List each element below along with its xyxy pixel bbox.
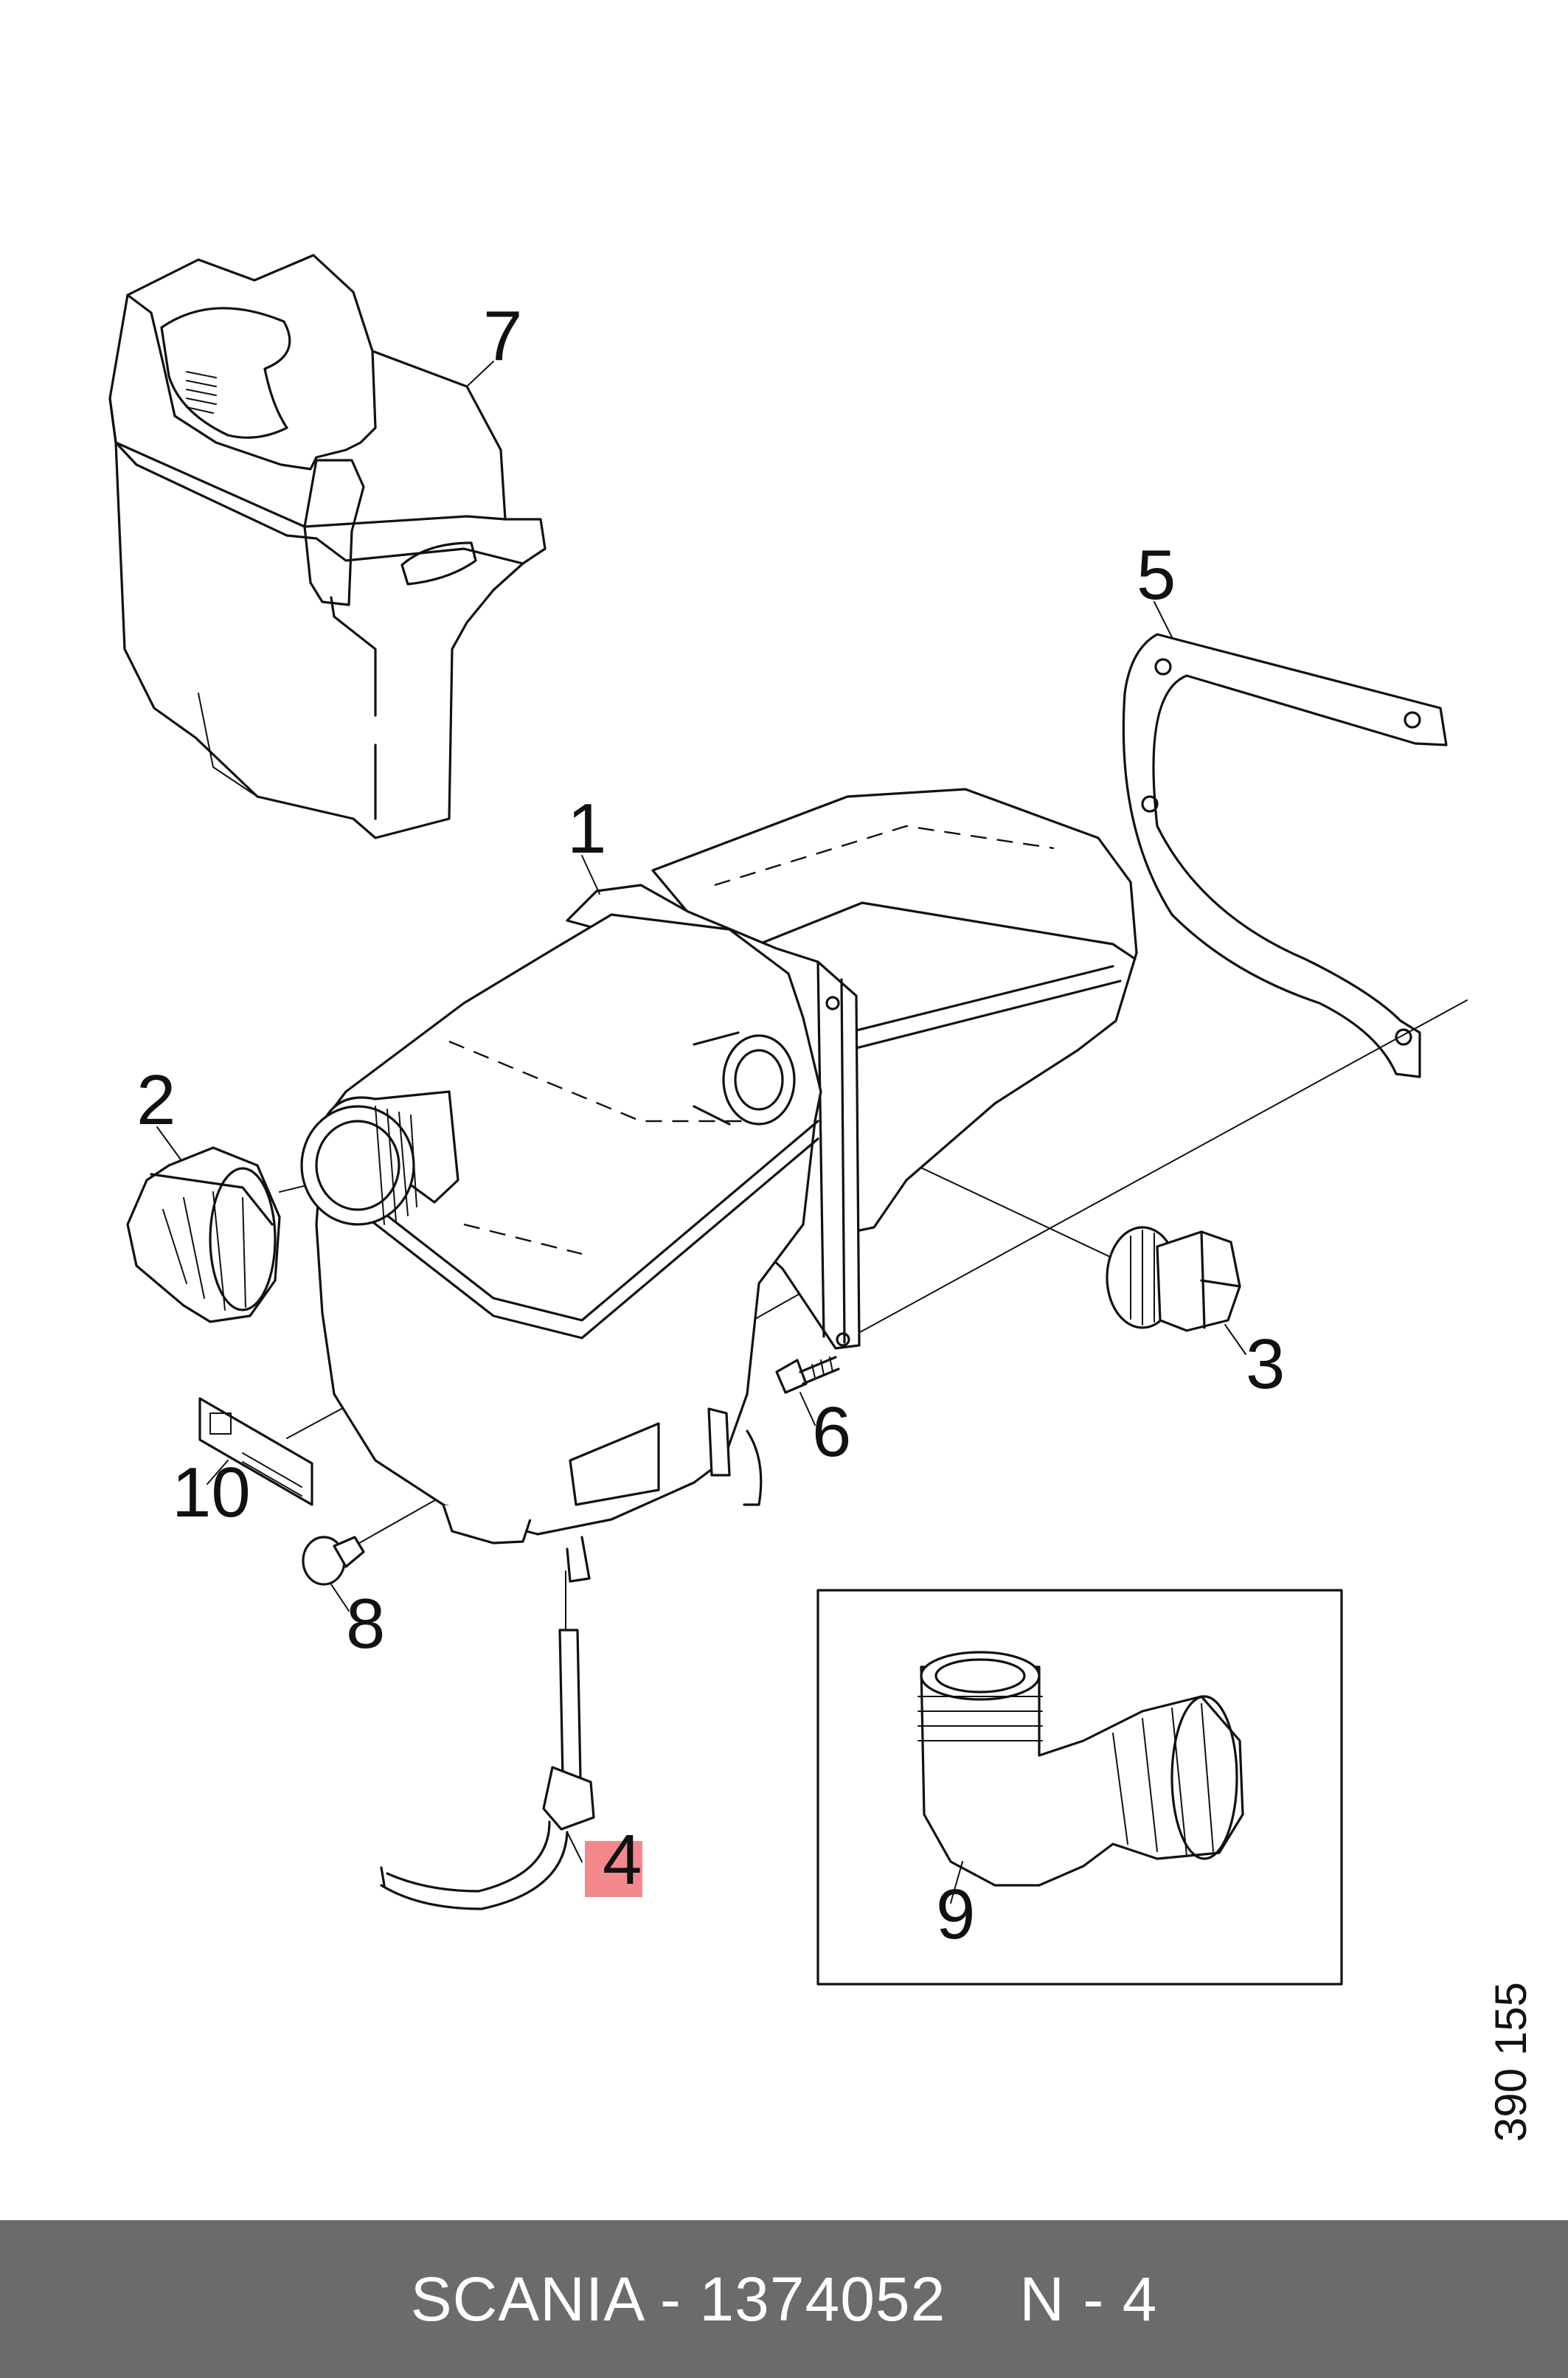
part-1-expansion-tank [302, 789, 1137, 1581]
callout-8: 8 [346, 1584, 385, 1663]
part-4-hose-valve [381, 1630, 594, 1909]
callout-6: 6 [812, 1393, 851, 1471]
callout-5: 5 [1137, 535, 1176, 614]
callout-9: 9 [936, 1875, 975, 1954]
part-10-decal [200, 1398, 312, 1505]
callout-7: 7 [483, 297, 522, 375]
callout-leaders [157, 361, 1246, 1903]
callout-3: 3 [1246, 1325, 1285, 1404]
part-2-filler-cap [128, 1148, 280, 1322]
part-7-alternate-tank [110, 255, 545, 838]
part-8-buffer [303, 1537, 364, 1584]
reference-number: 390 155 [1486, 1982, 1536, 2142]
inset-part-9 [818, 1590, 1342, 1984]
highlight-box [585, 1841, 642, 1897]
callout-1: 1 [567, 789, 606, 868]
parts-diagram: 7 5 1 2 3 6 10 8 4 9 390 155 [0, 0, 1536, 2142]
footer-part-number: SCANIA - 1374052 [410, 2264, 946, 2334]
part-3-plug [1107, 1227, 1240, 1331]
footer-position: N - 4 [1019, 2264, 1158, 2334]
part-5-strap [1123, 634, 1446, 1077]
callout-labels: 7 5 1 2 3 6 10 8 4 9 [136, 297, 1285, 1954]
part-6-screw [777, 1357, 839, 1393]
footer-bar: SCANIA - 1374052 N - 4 [0, 2220, 1568, 2378]
callout-4: 4 [603, 1820, 642, 1899]
callout-10: 10 [172, 1453, 251, 1532]
callout-2: 2 [136, 1061, 176, 1140]
